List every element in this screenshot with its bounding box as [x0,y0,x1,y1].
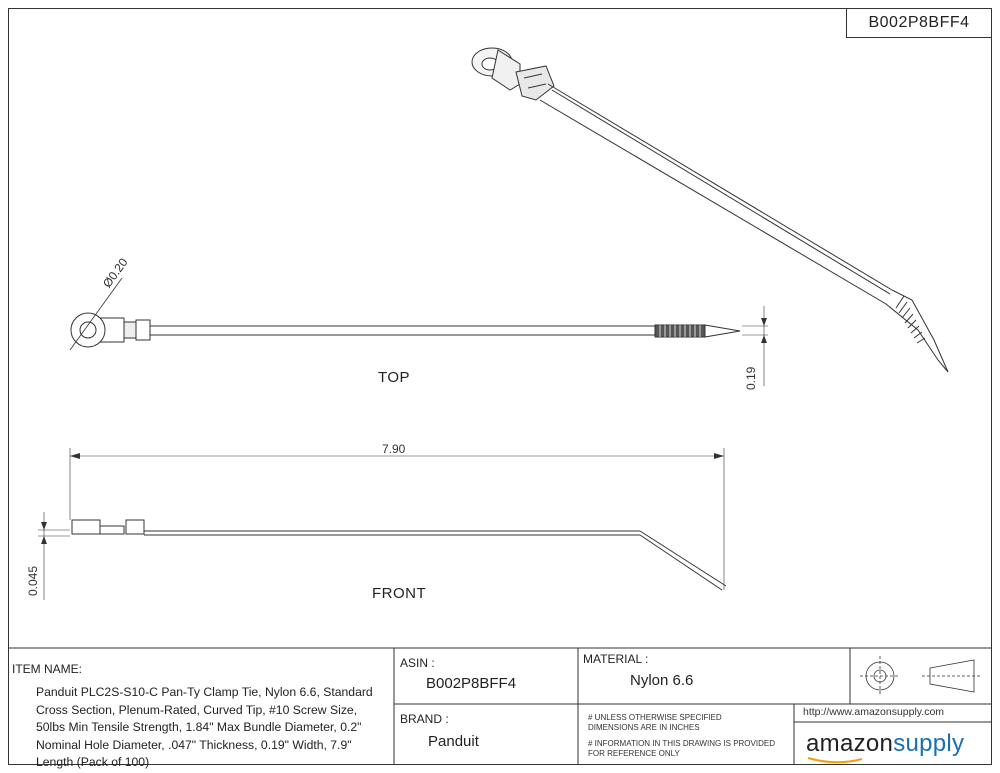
logo-smile-icon [807,757,863,764]
front-view-label: FRONT [372,585,427,602]
brand-label: BRAND : [400,712,449,726]
note-units: # UNLESS OTHERWISE SPECIFIED DIMENSIONS … [588,713,722,732]
asin-label: ASIN : [400,656,435,670]
length-dimension [69,448,725,590]
width-dimension: 0.19 [744,366,758,390]
amazonsupply-logo: amazonsupply [806,730,965,764]
asin-value: B002P8BFF4 [426,675,517,692]
header-asin-box: B002P8BFF4 [846,8,992,38]
logo-supply: supply [893,730,965,757]
length-dimension-text: 7.90 [382,442,406,456]
material-value: Nylon 6.6 [630,672,694,689]
note-reference: # INFORMATION IN THIS DRAWING IS PROVIDE… [588,739,775,758]
drawing-frame [8,8,992,765]
top-view-label: TOP [378,369,411,386]
logo-amazon: amazon [806,730,894,757]
material-label: MATERIAL : [583,652,649,666]
item-name-value: Panduit PLC2S-S10-C Pan-Ty Clamp Tie, Ny… [36,685,373,770]
iso-view [471,47,949,373]
front-view [38,512,727,600]
item-name-label: ITEM NAME: [12,662,83,676]
brand-value: Panduit [428,733,479,750]
thickness-dimension: 0.045 [26,565,40,596]
title-block-grid [8,647,992,765]
supplier-url: http://www.amazonsupply.com [803,706,945,718]
top-view [69,277,768,386]
projection-symbol-icon [860,656,982,696]
